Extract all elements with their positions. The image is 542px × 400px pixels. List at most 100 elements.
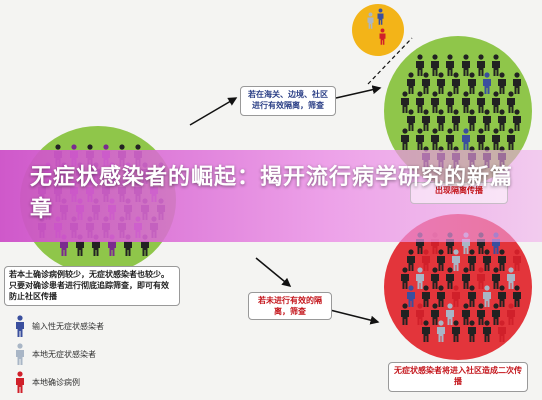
person-icon <box>420 285 432 307</box>
person-icon <box>466 72 478 95</box>
yellow-small-circle <box>352 4 404 56</box>
person-icon <box>399 91 411 113</box>
person-icon <box>429 127 441 150</box>
person-icon <box>511 72 523 95</box>
person-icon <box>444 54 456 76</box>
person-icon <box>505 127 517 150</box>
person-icon-blue <box>14 315 26 337</box>
person-icon <box>466 320 478 343</box>
legend-item-local-asymptomatic: 本地无症状感染者 <box>14 342 96 366</box>
person-icon <box>496 72 508 95</box>
arrow-to-red-circle <box>329 309 380 325</box>
person-icon <box>414 54 426 76</box>
person-icon <box>496 109 508 132</box>
left-info-box: 若本土确诊病例较少，无症状感染者也较少。只要对确诊患者进行彻底追踪筛查，即可有效… <box>4 266 180 306</box>
person-icon <box>481 285 493 307</box>
arrow-to-middle-box <box>255 257 292 287</box>
person-icon <box>450 285 462 307</box>
person-icon <box>505 267 517 290</box>
legend-label: 本地无症状感染者 <box>32 349 96 359</box>
person-icon <box>490 303 502 325</box>
top-box: 若在海关、边境、社区进行有效隔离，筛查 <box>240 86 336 116</box>
person-icon <box>405 109 417 132</box>
person-icon <box>466 109 478 132</box>
person-icon <box>399 303 411 325</box>
person-icon <box>435 285 447 307</box>
legend-label: 本地确诊病例 <box>32 377 80 387</box>
person-icon <box>429 54 441 76</box>
person-icon <box>435 72 447 95</box>
dashed-link <box>367 37 413 85</box>
person-icon <box>450 249 462 272</box>
person-icon <box>481 249 493 272</box>
person-icon <box>444 267 456 290</box>
person-icon <box>511 249 523 272</box>
person-icon <box>450 320 462 343</box>
person-icon <box>505 303 517 325</box>
person-icon <box>450 72 462 95</box>
person-icon <box>376 8 385 25</box>
person-icon <box>444 91 456 113</box>
person-icon <box>420 109 432 132</box>
person-icon <box>399 267 411 290</box>
legend-item-local-confirmed: 本地确诊病例 <box>14 370 80 394</box>
person-icon <box>460 54 472 76</box>
person-icon <box>481 320 493 343</box>
person-icon <box>475 54 487 76</box>
person-icon <box>496 320 508 343</box>
person-icon <box>444 303 456 325</box>
person-icon <box>460 91 472 113</box>
person-icon <box>460 303 472 325</box>
person-icon <box>481 72 493 95</box>
person-icon <box>414 91 426 113</box>
partial-right-box: 出现隔离传播 <box>410 182 508 204</box>
person-icon <box>435 109 447 132</box>
person-icon <box>399 127 411 150</box>
person-icon <box>496 249 508 272</box>
person-icon <box>429 267 441 290</box>
person-icon <box>475 91 487 113</box>
person-icon <box>420 72 432 95</box>
person-icon <box>475 303 487 325</box>
arrow-to-top-box <box>189 97 238 126</box>
person-icon <box>429 91 441 113</box>
person-icon <box>429 303 441 325</box>
bottom-right-box: 无症状感染者将进入社区造成二次传播 <box>388 362 528 392</box>
person-icon <box>366 12 375 29</box>
arrow-to-green-circle <box>335 85 382 99</box>
page-title: 无症状感染者的崛起：揭开流行病学研究的新篇章 <box>30 165 514 222</box>
person-icon <box>505 91 517 113</box>
person-icon <box>511 285 523 307</box>
person-icon <box>460 127 472 150</box>
person-icon <box>511 109 523 132</box>
person-icon <box>475 127 487 150</box>
person-icon <box>435 249 447 272</box>
legend-item-imported: 输入性无症状感染者 <box>14 314 104 338</box>
person-icon <box>466 249 478 272</box>
person-icon <box>496 285 508 307</box>
person-icon <box>405 249 417 272</box>
person-icon <box>420 249 432 272</box>
person-icon <box>460 267 472 290</box>
person-icon <box>435 320 447 343</box>
person-icon <box>405 72 417 95</box>
person-icon <box>481 109 493 132</box>
person-icon <box>490 54 502 76</box>
person-icon <box>490 267 502 290</box>
middle-right-box: 若未进行有效的隔离，筛查 <box>248 292 332 320</box>
person-icon <box>414 267 426 290</box>
person-icon <box>490 91 502 113</box>
person-icon <box>475 267 487 290</box>
person-icon <box>378 28 387 45</box>
person-icon-gray <box>14 343 26 365</box>
person-icon <box>490 127 502 150</box>
person-icon <box>420 320 432 343</box>
legend-label: 输入性无症状感染者 <box>32 321 104 331</box>
person-icon <box>414 127 426 150</box>
person-icon-red <box>14 371 26 393</box>
person-icon <box>414 303 426 325</box>
person-icon <box>444 127 456 150</box>
person-icon <box>450 109 462 132</box>
person-icon <box>466 285 478 307</box>
